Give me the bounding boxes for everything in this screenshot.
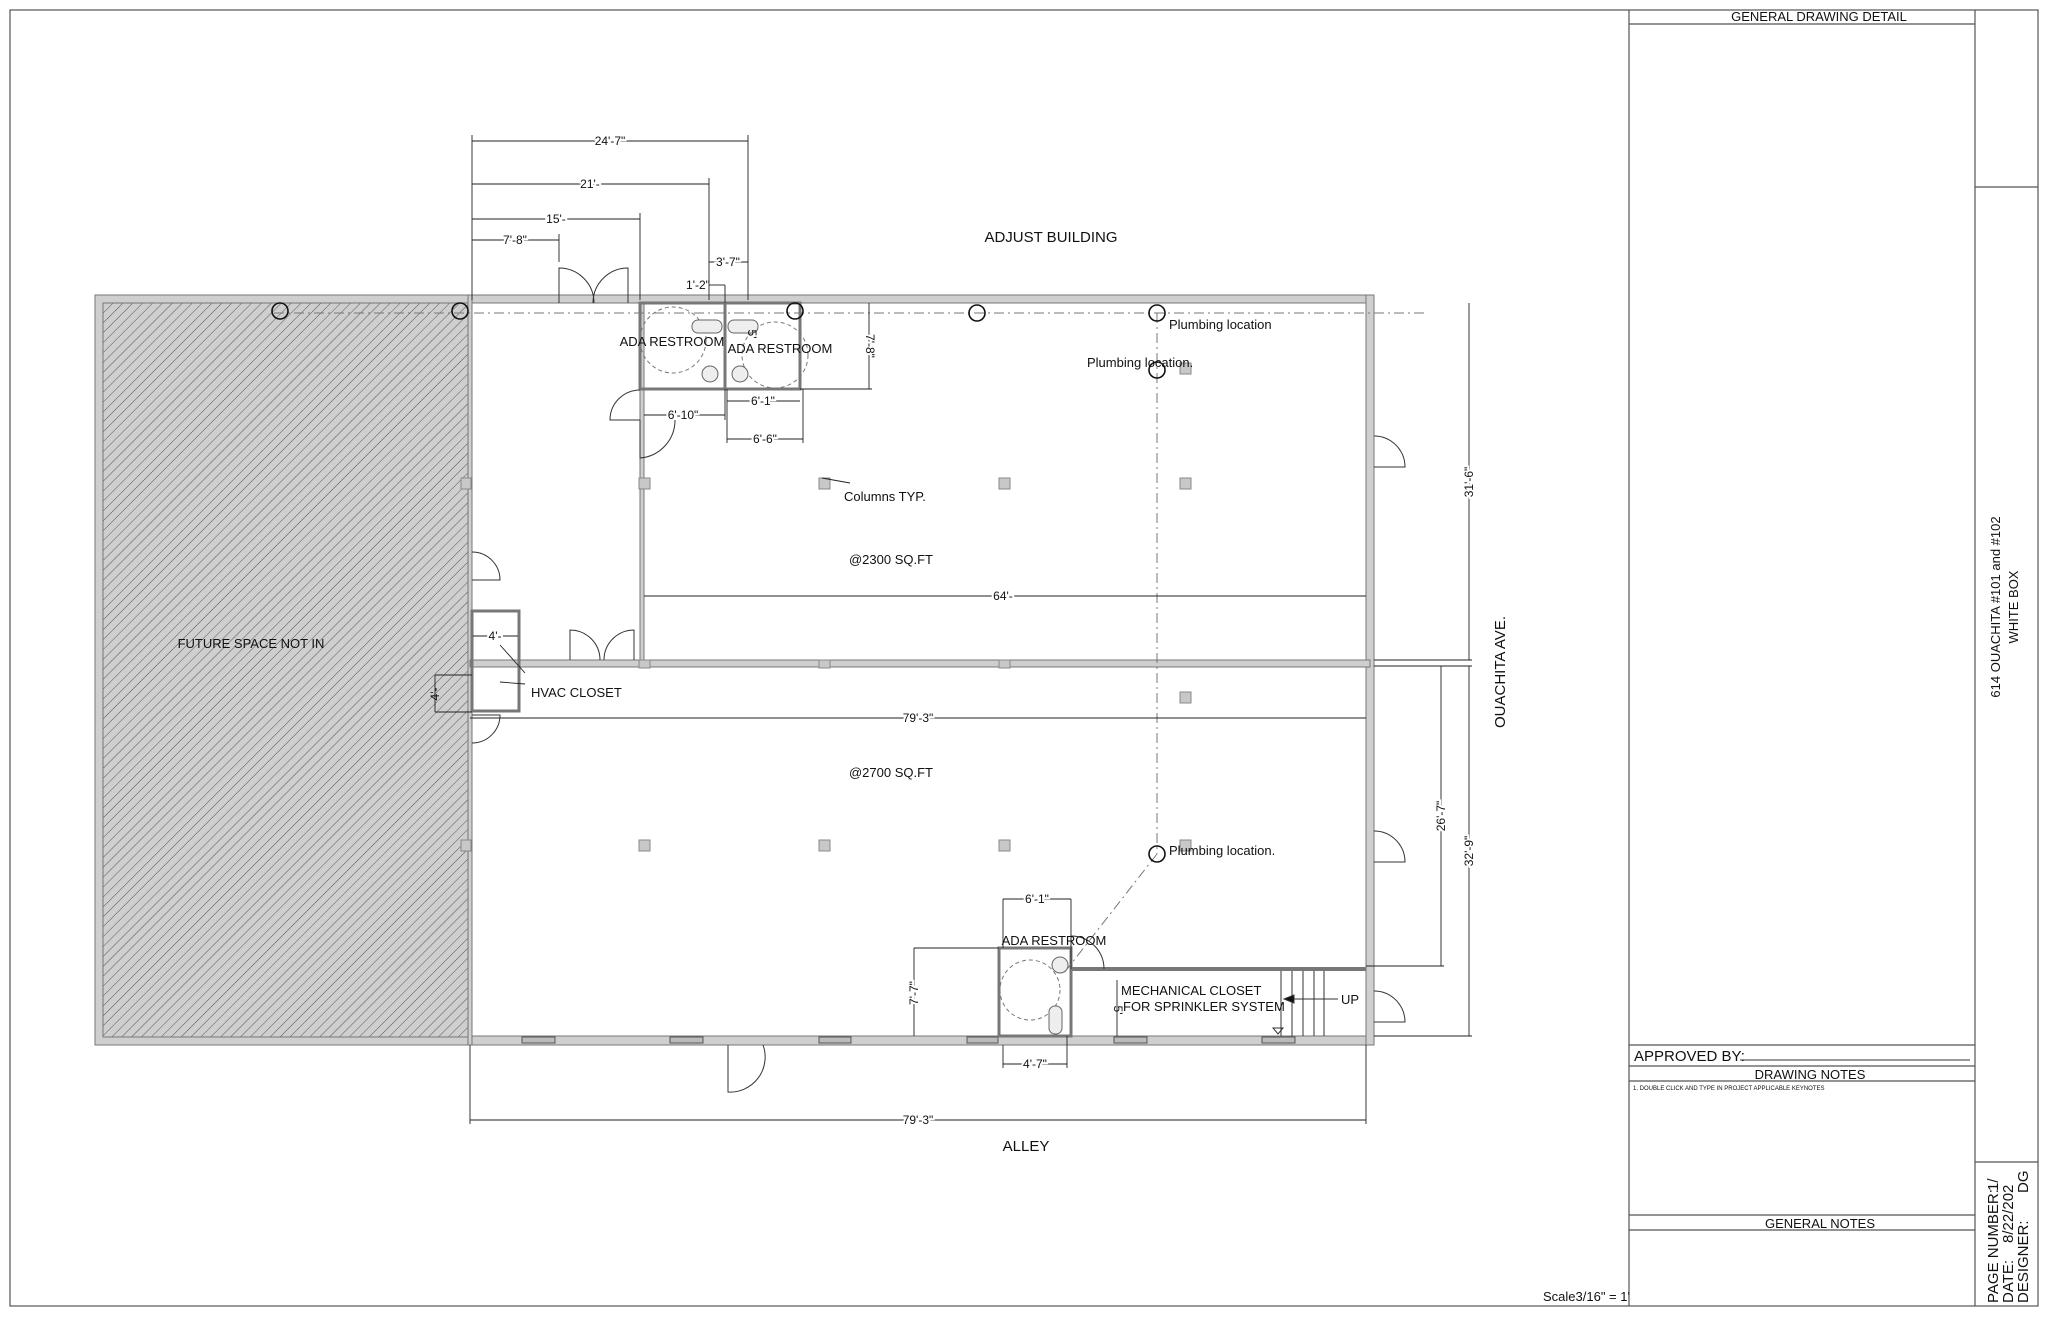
dim-6-1-bottom: 6'-1" — [1025, 892, 1049, 906]
dim-6-1-top: 6'-1" — [751, 394, 775, 408]
dim-7-8-vert: 7'-8" — [863, 334, 877, 358]
floor-plan: 24'-7" 21'- 15'- 7'-8" 3'-7" 1'-2" 7'-8"… — [94, 132, 1509, 1155]
hvac-closet — [470, 609, 521, 713]
ada-restroom-3-label: ADA RESTROOM — [1002, 933, 1107, 948]
wall-bottom — [467, 1035, 1375, 1046]
plumbing-location-3: Plumbing location. — [1169, 843, 1275, 858]
approved-by-label: APPROVED BY: — [1634, 1048, 1745, 1065]
stair — [1271, 971, 1338, 1036]
area-lower-label: @2700 SQ.FT — [849, 765, 933, 780]
dim-4-horizontal: 4'- — [489, 629, 502, 643]
bottom-windows — [521, 1036, 1296, 1044]
dimension-lines — [434, 135, 1472, 1124]
scale-label: Scale3/16" = 1' — [1543, 1289, 1630, 1304]
dim-31-6: 31'-6" — [1462, 467, 1476, 498]
plumbing-location-1: Plumbing location — [1169, 317, 1272, 332]
page-number-value: 1/ — [1985, 1178, 2002, 1191]
sprinkler-system-label: FOR SPRINKLER SYSTEM — [1123, 999, 1285, 1014]
wall-right — [1365, 294, 1375, 1046]
ada-restroom-1-label: ADA RESTROOM — [620, 334, 725, 349]
area-upper-label: @2300 SQ.FT — [849, 552, 933, 567]
general-notes-header: GENERAL NOTES — [1765, 1216, 1875, 1231]
designer-value: DG — [2015, 1171, 2032, 1194]
dim-7-8-top: 7'-8" — [503, 233, 527, 247]
date-value: 8/22/202 — [2000, 1185, 2017, 1243]
future-space-hatch — [102, 302, 469, 1038]
upper-restroom-2 — [723, 301, 802, 391]
title-block: GENERAL DRAWING DETAIL 614 OUACHITA #101… — [1543, 9, 2038, 1306]
project-subtitle: WHITE BOX — [2006, 570, 2021, 643]
drawing-notes-header: DRAWING NOTES — [1755, 1067, 1866, 1082]
future-space-label: FUTURE SPACE NOT IN — [178, 636, 325, 651]
plumbing-location-2: Plumbing location. — [1087, 355, 1193, 370]
street-label: OUACHITA AVE. — [1492, 616, 1509, 728]
dim-4-7: 4'-7" — [1023, 1057, 1047, 1071]
alley-label: ALLEY — [1003, 1138, 1050, 1155]
sheet-border — [9, 9, 2039, 1307]
mechanical-closet-label: MECHANICAL CLOSET — [1121, 983, 1261, 998]
plumbing-markers — [271, 302, 1166, 863]
wall-top — [467, 294, 1375, 304]
date-label: DATE: — [2000, 1260, 2017, 1303]
dim-21: 21'- — [580, 177, 600, 191]
dim-7-7: 7'-7" — [907, 981, 921, 1005]
dim-4-vertical: 4'- — [428, 688, 442, 701]
dim-64: 64'- — [993, 589, 1013, 603]
drawing-note-1: 1. DOUBLE CLICK AND TYPE IN PROJECT APPL… — [1633, 1086, 1825, 1092]
hvac-closet-label: HVAC CLOSET — [531, 685, 622, 700]
project-title: 614 OUACHITA #101 and #102 — [1988, 516, 2003, 697]
lower-restroom — [997, 946, 1073, 1038]
designer-label: DESIGNER: — [2015, 1220, 2032, 1303]
dim-24-7: 24'-7" — [595, 134, 626, 148]
page-number-label: PAGE NUMBER: — [1985, 1189, 2002, 1303]
doors — [471, 267, 1406, 1093]
dim-6-6: 6'-6" — [753, 432, 777, 446]
dim-15: 15'- — [546, 212, 566, 226]
columns — [460, 362, 1192, 852]
dim-32-9: 32'-9" — [1462, 836, 1476, 867]
dim-6-10: 6'-10" — [668, 408, 699, 422]
wall-middle — [469, 659, 1371, 668]
dim-5-bottom: 5' — [1111, 1006, 1125, 1015]
columns-typ-label: Columns TYP. — [844, 489, 926, 504]
dim-79-3-mid: 79'-3" — [903, 711, 934, 725]
dim-1-2: 1'-2" — [686, 278, 710, 292]
dim-26-7: 26'-7" — [1434, 801, 1448, 832]
dim-79-3-bottom: 79'-3" — [903, 1113, 934, 1127]
stair-up-label: UP — [1341, 992, 1359, 1007]
dim-5-top: 5' — [745, 330, 759, 339]
adjust-building-label: ADJUST BUILDING — [984, 229, 1117, 246]
general-drawing-detail-header: GENERAL DRAWING DETAIL — [1731, 9, 1907, 24]
dim-3-7: 3'-7" — [716, 255, 740, 269]
ada-restroom-2-label: ADA RESTROOM — [728, 341, 833, 356]
